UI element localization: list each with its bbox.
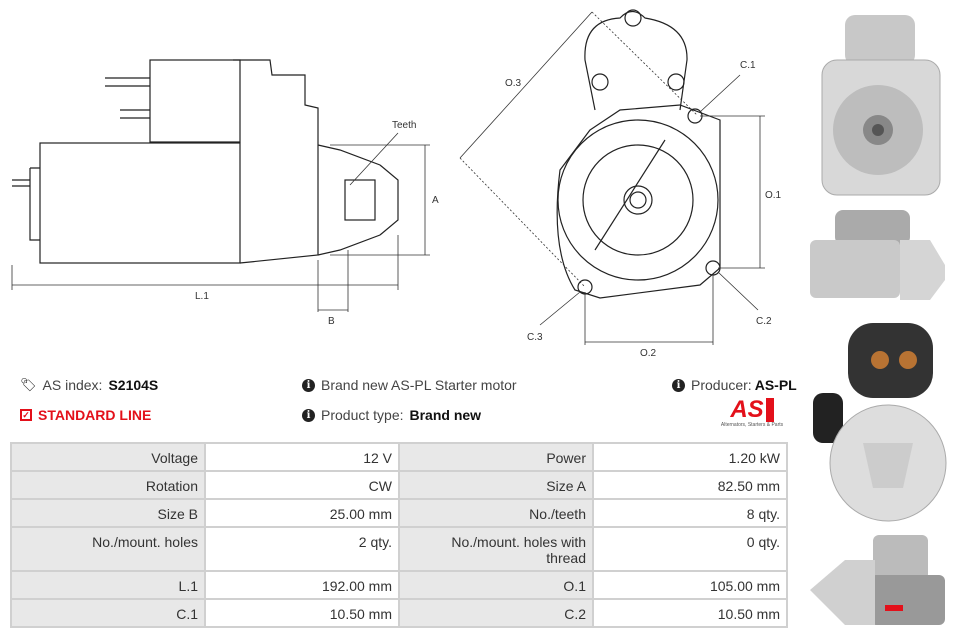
spec-label: C.1 — [10, 598, 206, 628]
producer-value: AS-PL — [754, 377, 797, 393]
spec-label: Power — [398, 442, 594, 472]
as-index-label: AS index: — [42, 377, 103, 393]
standard-line-label: STANDARD LINE — [38, 407, 152, 423]
label-b: B — [328, 316, 335, 327]
label-o1: O.1 — [765, 190, 782, 201]
spec-label: Voltage — [10, 442, 206, 472]
label-c2: C.2 — [756, 316, 772, 327]
info-icon: i — [302, 408, 315, 422]
product-type: i Product type: Brand new — [302, 407, 481, 423]
label-teeth: Teeth — [392, 120, 416, 131]
front-view-diagram: O.3 C.1 O.1 C.2 C.3 O.2 — [459, 9, 782, 359]
standard-line-badge: ✓ STANDARD LINE — [20, 407, 151, 423]
spec-label: Rotation — [10, 470, 206, 500]
label-a: A — [432, 195, 439, 206]
product-photo-side[interactable] — [805, 205, 950, 305]
label-o3: O.3 — [505, 78, 522, 89]
product-type-value: Brand new — [409, 407, 482, 423]
checkbox-checked-icon: ✓ — [20, 409, 32, 421]
label-o2: O.2 — [640, 348, 657, 359]
description: i Brand new AS-PL Starter motor — [302, 377, 517, 393]
spec-label: No./mount. holes with thread — [398, 526, 594, 572]
product-photo-angle[interactable] — [805, 530, 950, 630]
spec-value: 105.00 mm — [592, 570, 788, 600]
spec-label: O.1 — [398, 570, 594, 600]
info-icon: i — [672, 378, 685, 392]
logo-tagline: Alternators, Starters & Parts — [720, 422, 784, 428]
side-view-diagram: Teeth A B L.1 — [11, 59, 439, 327]
spec-value: 192.00 mm — [204, 570, 400, 600]
spec-value: 10.50 mm — [592, 598, 788, 628]
label-c3: C.3 — [527, 332, 543, 343]
spec-label: C.2 — [398, 598, 594, 628]
spec-value: CW — [204, 470, 400, 500]
as-index: 🏷︎ AS index: S2104S — [20, 377, 158, 393]
as-index-value: S2104S — [108, 377, 159, 393]
product-type-label: Product type: — [321, 407, 404, 423]
spec-value: 1.20 kW — [592, 442, 788, 472]
spec-value: 12 V — [204, 442, 400, 472]
spec-label: No./teeth — [398, 498, 594, 528]
label-l1: L.1 — [195, 291, 209, 302]
producer-label: Producer: — [691, 377, 752, 393]
product-photo-front[interactable] — [810, 5, 950, 200]
spec-label: Size A — [398, 470, 594, 500]
description-text: Brand new AS-PL Starter motor — [321, 377, 517, 393]
spec-label: No./mount. holes — [10, 526, 206, 572]
spec-value: 25.00 mm — [204, 498, 400, 528]
logo-mark: AS — [730, 398, 774, 422]
spec-value: 2 qty. — [204, 526, 400, 572]
info-icon: i — [302, 378, 315, 392]
spec-label: Size B — [10, 498, 206, 528]
producer: i Producer: AS-PL — [672, 377, 797, 393]
spec-value: 10.50 mm — [204, 598, 400, 628]
label-c1: C.1 — [740, 60, 756, 71]
spec-value: 0 qty. — [592, 526, 788, 572]
spec-label: L.1 — [10, 570, 206, 600]
tags-icon: 🏷︎ — [20, 377, 37, 392]
spec-value: 82.50 mm — [592, 470, 788, 500]
spec-value: 8 qty. — [592, 498, 788, 528]
as-pl-logo: AS Alternators, Starters & Parts — [712, 398, 792, 429]
product-photo-rear[interactable] — [808, 318, 953, 523]
